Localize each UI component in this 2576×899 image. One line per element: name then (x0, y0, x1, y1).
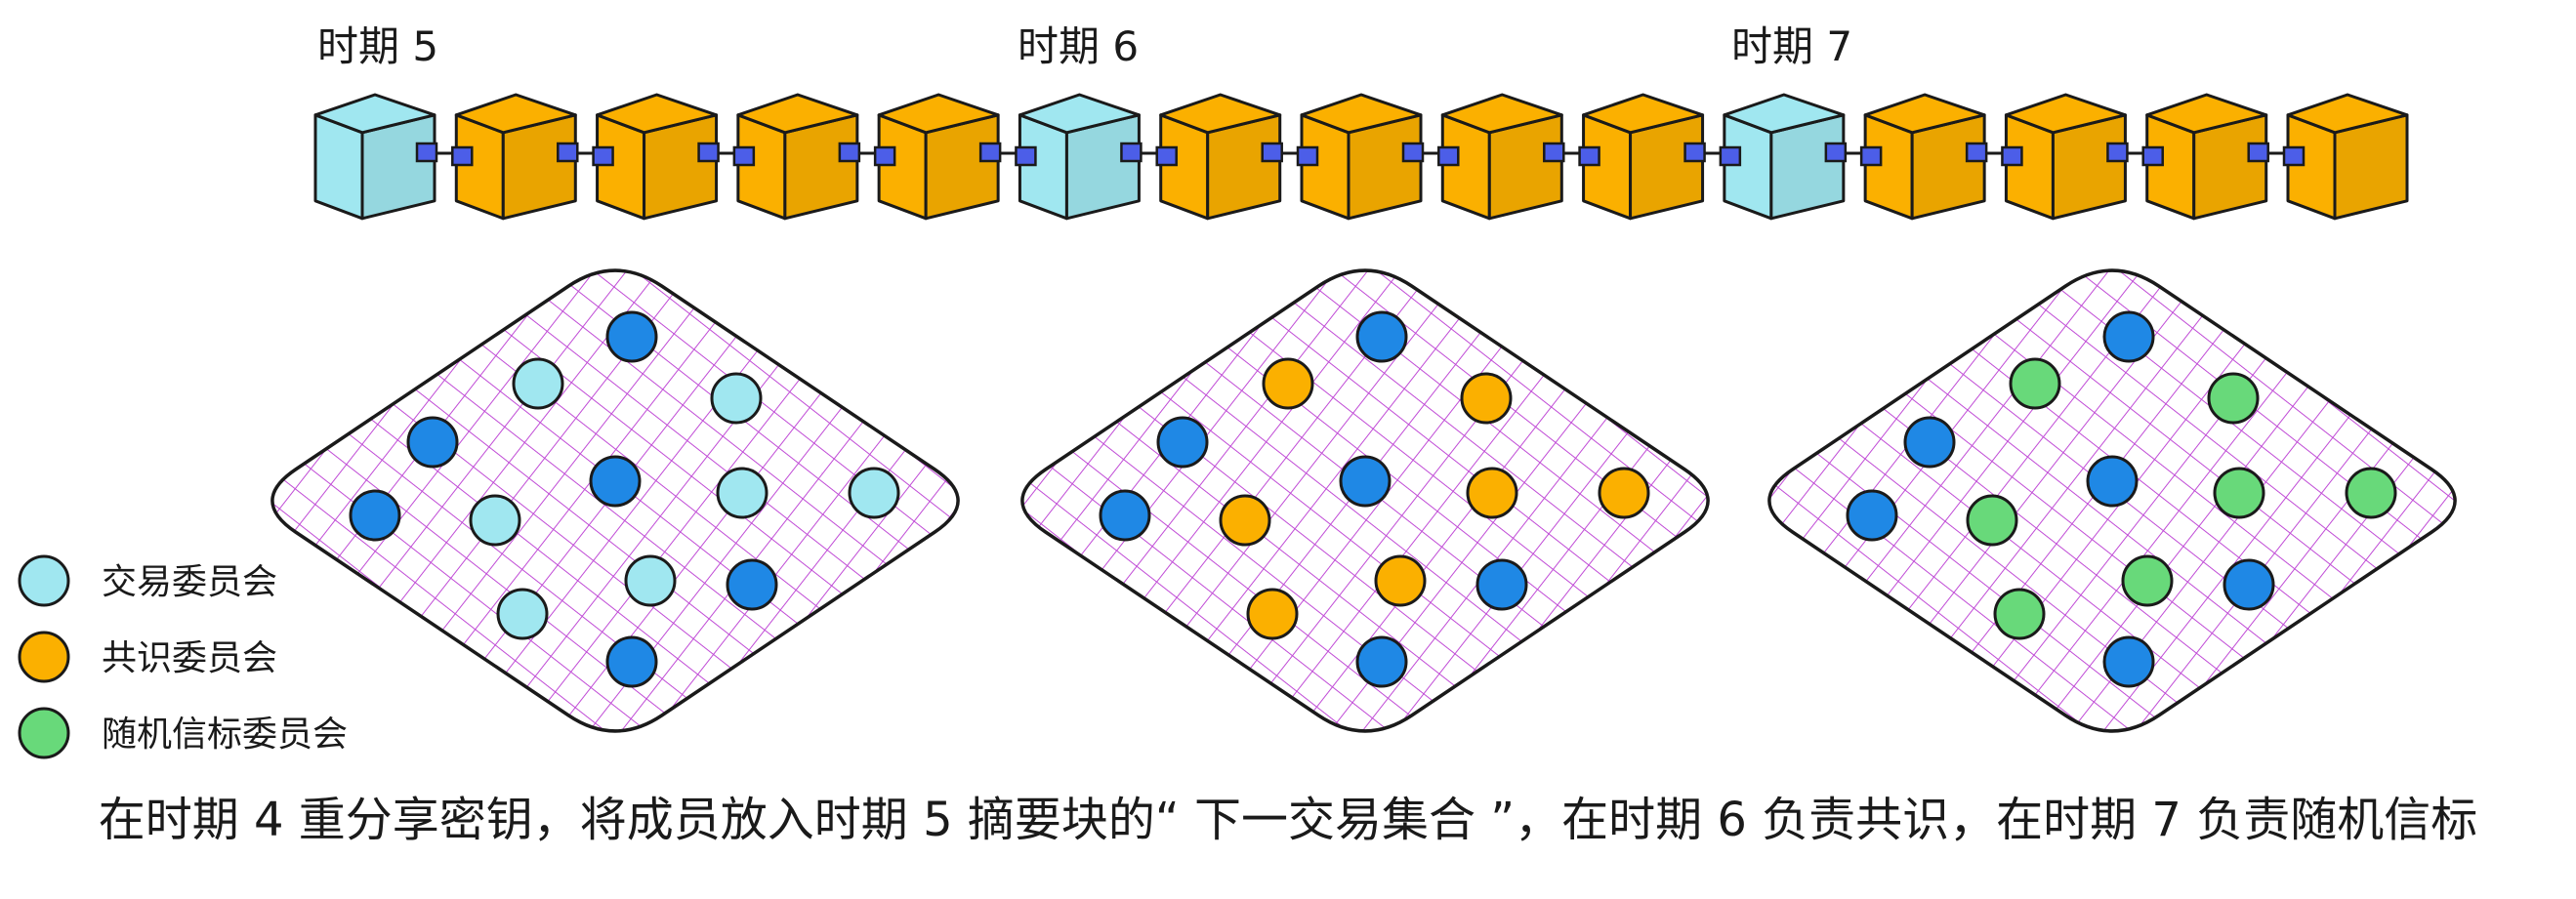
node-beacon-member (1966, 494, 2018, 547)
node-consensus-member (1246, 588, 1299, 640)
legend-label-beacon: 随机信标委员会 (102, 715, 348, 755)
chain-link (415, 142, 474, 167)
block-cons (596, 93, 719, 221)
block-cons (1159, 93, 1282, 221)
block-tx (1018, 93, 1141, 221)
node-other (1475, 558, 1528, 611)
node-transaction-member (710, 372, 763, 425)
block-cons (877, 93, 1000, 221)
node-consensus-member (1598, 467, 1650, 519)
chain-link (1120, 142, 1178, 167)
chain-link (1543, 142, 1600, 167)
legend-label-transaction: 交易委员会 (102, 562, 277, 602)
chain-link (697, 142, 756, 167)
committee-panels (270, 268, 2457, 733)
node-transaction-member (848, 467, 900, 519)
block-cons (2004, 93, 2127, 221)
caption: 在时期 4 重分享密钥，将成员放入时期 5 摘要块的“ 下一交易集合 ”，在时期… (98, 793, 2478, 847)
committee-panel-beacon (1767, 268, 2457, 733)
node-beacon-member (2207, 372, 2260, 425)
node-other (2223, 558, 2275, 611)
node-other (605, 310, 658, 363)
node-other (605, 635, 658, 688)
chain-link (838, 142, 896, 167)
node-other (1846, 489, 1898, 542)
node-other (349, 489, 401, 542)
block-cons (1582, 93, 1705, 221)
chain-link (1683, 142, 1742, 167)
node-other (1156, 416, 1209, 469)
legend-swatch-consensus (18, 631, 70, 683)
node-beacon-member (2213, 467, 2265, 519)
node-transaction-member (469, 494, 521, 547)
node-other (2102, 635, 2155, 688)
block-cons (454, 93, 577, 221)
legend-item-beacon: 随机信标委员会 (18, 707, 348, 759)
node-other (2102, 310, 2155, 363)
node-beacon-member (1993, 588, 2046, 640)
node-consensus-member (1262, 357, 1314, 410)
legend-item-consensus: 共识委员会 (18, 631, 277, 683)
block-cons (736, 93, 859, 221)
block-cons (2145, 93, 2268, 221)
node-other (589, 455, 642, 508)
node-beacon-member (2009, 357, 2061, 410)
block-tx (313, 93, 436, 221)
node-consensus-member (1219, 494, 1271, 547)
chain-link (2247, 142, 2306, 167)
epoch-label-7: 时期 7 (1731, 22, 1852, 70)
legend-swatch-transaction (18, 554, 70, 607)
node-transaction-member (716, 467, 769, 519)
committee-panel-transaction (270, 268, 960, 733)
node-transaction-member (512, 357, 564, 410)
chain-link (1965, 142, 2023, 167)
block-tx (1723, 93, 1846, 221)
legend-label-consensus: 共识委员会 (102, 638, 277, 678)
chain-link (1824, 142, 1883, 167)
node-transaction-member (496, 588, 549, 640)
node-consensus-member (1466, 467, 1518, 519)
chain-link (1261, 142, 1319, 167)
node-other (1099, 489, 1151, 542)
node-consensus-member (1460, 372, 1513, 425)
block-cons (1440, 93, 1563, 221)
legend-item-transaction: 交易委员会 (18, 554, 277, 607)
legend: 交易委员会 共识委员会 随机信标委员会 (18, 554, 348, 759)
committee-panel-consensus (1020, 268, 1710, 733)
node-consensus-member (1374, 554, 1427, 607)
node-other (1355, 310, 1408, 363)
legend-swatch-beacon (18, 707, 70, 759)
node-other (1903, 416, 1956, 469)
node-transaction-member (624, 554, 677, 607)
epoch-label-5: 时期 5 (317, 22, 438, 70)
blockchain (313, 93, 2409, 221)
chain-link (1401, 142, 1460, 167)
node-other (1339, 455, 1392, 508)
node-beacon-member (2121, 554, 2174, 607)
block-cons (1300, 93, 1423, 221)
chain-link (557, 142, 614, 167)
block-cons (2286, 93, 2409, 221)
node-other (1355, 635, 1408, 688)
node-other (2086, 455, 2139, 508)
block-cons (1863, 93, 1986, 221)
node-other (406, 416, 459, 469)
chain-link (978, 142, 1037, 167)
epoch-label-6: 时期 6 (1018, 22, 1139, 70)
chain-link (2106, 142, 2164, 167)
node-beacon-member (2345, 467, 2397, 519)
node-other (726, 558, 778, 611)
